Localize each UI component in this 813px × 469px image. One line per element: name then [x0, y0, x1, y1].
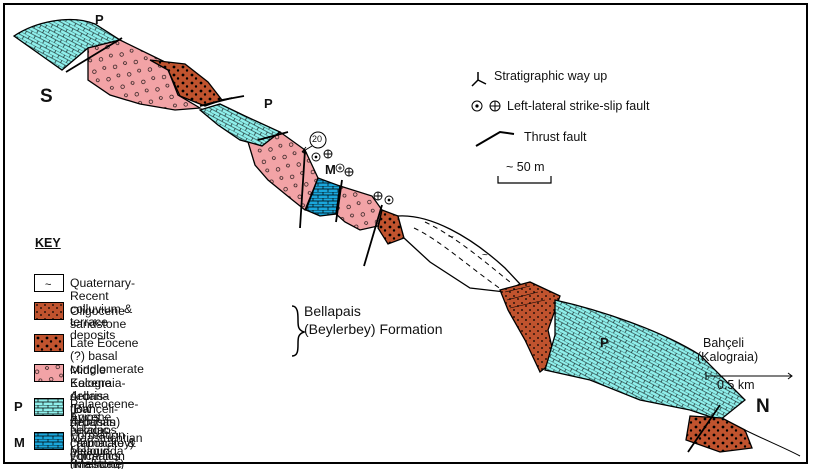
unit-oligocene-sandstone [499, 281, 561, 374]
fault-lines [65, 37, 721, 453]
unit-label-p-lower: P [600, 335, 609, 350]
unit-colluvium: ~ ~ [397, 215, 522, 293]
swatch-debris-flow [34, 364, 64, 382]
swatch-pelagic-carbonate [34, 398, 64, 416]
place-alt-name: (Kalograia) [697, 350, 759, 364]
thrust-fault-legend-icon [475, 130, 515, 147]
unit-maastrichtian-limestone [305, 177, 341, 217]
key-label-maastrichtian-2: Melounda (Mallıdağ) Formation [70, 444, 125, 469]
key-label-conglomerate: Late Eocene (?) basal conglomerate [70, 336, 144, 376]
swatch-conglomerate [34, 334, 64, 352]
unit-label-m: M [325, 162, 336, 177]
legend-way-up-label: Stratigraphic way up [494, 69, 608, 83]
unit-conglomerate-base [685, 415, 753, 453]
unit-label-p-mid: P [264, 96, 273, 111]
key-label-pelagic-2: Ayios Nikolaos (Yamaçköy) Formation [70, 410, 135, 463]
dip-arrowhead [301, 146, 308, 154]
swatch-maastrichtian [34, 432, 64, 450]
legend-thrust-label: Thrust fault [524, 130, 587, 144]
bracket-label-line2: (Beylerbey) Formation [304, 321, 443, 337]
scale-small-label: ~ 50 m [506, 160, 545, 174]
key-symbol-p: P [14, 399, 23, 414]
svg-text:~: ~ [448, 232, 454, 243]
compass-north: N [756, 396, 770, 417]
unit-label-p-top: P [95, 12, 104, 27]
strike-slip-legend-icons [471, 100, 501, 112]
scale-large-label: 0.5 km [717, 378, 755, 392]
formation-bracket [291, 305, 307, 357]
key-label-pelagic-1: Palaeocene-Eocene pelagic carbonate & vo… [70, 397, 139, 463]
strike-slip-symbols [311, 149, 394, 205]
place-name: Bahçeli [703, 336, 744, 350]
m-marker-circle [335, 163, 345, 173]
key-label-maastrichtian-1: Maastrichtian pelagic limestone [70, 431, 143, 469]
m-marker-cross [338, 166, 342, 170]
swatch-colluvium: ~ [34, 274, 64, 292]
bracket-label-line1: Bellapais [304, 303, 361, 319]
figure-frame [3, 3, 808, 464]
surface-line-north [744, 429, 801, 457]
key-label-debris-flow-2: Kalograia-Ardana (Bahçeli-Ardahan) Forma… [70, 376, 126, 442]
unit-debris-flow-lower [335, 185, 383, 231]
key-symbol-m: M [14, 435, 25, 450]
unit-conglomerate-lower [377, 209, 405, 245]
scale-bar-large [705, 372, 793, 380]
svg-text:~: ~ [482, 250, 488, 261]
key-label-oligocene: Oligocene sandstone [70, 304, 127, 331]
unit-debris-flow-upper [87, 39, 203, 111]
legend-strike-slip-label: Left-lateral strike-slip fault [507, 99, 650, 113]
unit-debris-flow-middle [247, 131, 319, 212]
svg-text:~: ~ [45, 279, 51, 291]
dip-arrow [301, 145, 313, 153]
way-up-icon [471, 72, 487, 87]
unit-pelagic-carbonate-lower [544, 299, 746, 421]
dip-value: 20 [312, 134, 323, 144]
key-title: KEY [35, 236, 61, 250]
compass-south: S [40, 86, 53, 107]
key-label-debris-flow-1: Middle Eocene debris-flow deposits [70, 363, 116, 429]
unit-pelagic-carbonate-upper [12, 18, 122, 71]
scale-bar-small [497, 176, 552, 184]
dip-circle [309, 131, 327, 149]
swatch-oligocene [34, 302, 64, 320]
key-label-colluvium: Quaternary-Recent colluvium & terrace de… [70, 276, 136, 342]
